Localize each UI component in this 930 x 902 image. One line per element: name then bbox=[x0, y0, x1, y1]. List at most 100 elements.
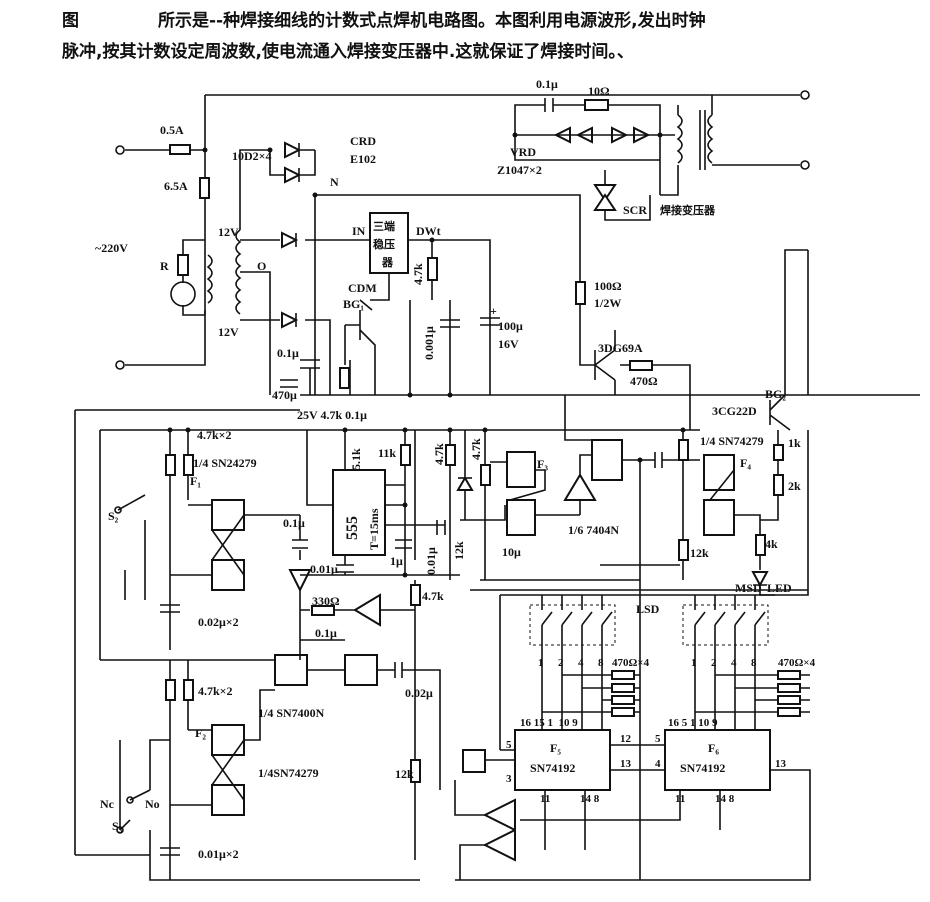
resistor-470ohm bbox=[611, 670, 635, 680]
resistor bbox=[445, 444, 456, 466]
inverter bbox=[288, 569, 312, 593]
label-lsd-2: 2 bbox=[558, 657, 564, 669]
label-in: IN bbox=[352, 224, 366, 238]
resistor-1k bbox=[773, 444, 784, 461]
nand-gate bbox=[703, 454, 735, 491]
junction-dots bbox=[167, 132, 686, 578]
label-3dg69a: 3DG69A bbox=[598, 341, 643, 355]
label-t15ms: T=15ms bbox=[367, 508, 381, 550]
label-diodes: 10D2×4 bbox=[232, 149, 272, 163]
diode-icon bbox=[284, 141, 302, 159]
resistor-470ohm bbox=[777, 707, 801, 717]
label-r51k: 5.1k bbox=[349, 448, 363, 470]
label-16v: 16V bbox=[498, 337, 519, 351]
msd-dip-switch[interactable] bbox=[682, 604, 769, 646]
pin: 13 bbox=[775, 758, 787, 770]
label-o: O bbox=[257, 259, 266, 273]
fuse-05a bbox=[169, 144, 191, 155]
pin: 11 bbox=[675, 793, 685, 805]
counter-name: F₅ bbox=[550, 741, 561, 755]
label-f1: F₁ bbox=[190, 474, 201, 488]
pin: 14 8 bbox=[715, 793, 735, 805]
terminal bbox=[800, 90, 810, 100]
lsd-dip-switch[interactable] bbox=[529, 604, 616, 646]
resistor-10ohm bbox=[584, 99, 609, 111]
resistor-12k bbox=[678, 539, 689, 561]
label-no: No bbox=[145, 797, 160, 811]
scr-icon bbox=[593, 193, 617, 211]
label-47k-a: 4.7k bbox=[411, 263, 425, 285]
buffer-gate bbox=[482, 798, 516, 832]
label-z1047: Z1047×2 bbox=[497, 163, 542, 177]
label-555: 555 bbox=[344, 516, 361, 540]
label-lsd-8: 8 bbox=[598, 657, 604, 669]
label-weld-transformer: 焊接变压器 bbox=[660, 203, 716, 217]
resistor-r bbox=[177, 254, 189, 276]
pin: 3 bbox=[506, 773, 512, 785]
label-s2: S₂ bbox=[108, 509, 119, 523]
label-lsd-4: 4 bbox=[578, 657, 584, 669]
inverter bbox=[563, 473, 597, 501]
three-terminal-regulator bbox=[369, 212, 409, 274]
ic-555 bbox=[332, 469, 386, 556]
counter-name: F₆ bbox=[708, 741, 719, 755]
label-f3: F₃ bbox=[537, 457, 548, 471]
pins-top: 16 5 1 10 9 bbox=[668, 717, 718, 729]
label-r1k: 1k bbox=[788, 436, 801, 450]
scr-section bbox=[514, 95, 808, 431]
diode-icon bbox=[284, 166, 302, 184]
label-reg3: 器 bbox=[381, 256, 394, 269]
label-c0001: 0.001μ bbox=[422, 326, 436, 360]
counter-f5 bbox=[514, 729, 611, 791]
transformer-primary bbox=[206, 254, 213, 304]
counter-part: SN74192 bbox=[530, 761, 575, 775]
nand-gate bbox=[506, 499, 536, 536]
resistor bbox=[183, 454, 194, 476]
caption-fig: 图 bbox=[62, 11, 79, 31]
regulator-section bbox=[280, 212, 920, 396]
label-r12k-c: 12k bbox=[395, 767, 414, 781]
caption-line2: 脉冲,按其计数设定周波数,使电流通入焊接变压器中.这就保证了焊接时间。、 bbox=[62, 42, 634, 62]
label-c1u: 1μ bbox=[390, 554, 403, 568]
resistor-470ohm bbox=[611, 695, 635, 705]
label-470x4-b: 470Ω×4 bbox=[778, 657, 816, 669]
label-reg2: 稳压 bbox=[373, 237, 395, 251]
label-r11k: 11k bbox=[378, 446, 396, 460]
resistor bbox=[165, 454, 176, 476]
resistor-470ohm bbox=[777, 670, 801, 680]
label-c10u: 10μ bbox=[502, 545, 521, 559]
label-r10: 10Ω bbox=[588, 84, 610, 98]
nand-gate bbox=[211, 784, 245, 816]
resistor bbox=[165, 679, 176, 701]
label-47kx2-b: 4.7k×2 bbox=[198, 684, 233, 698]
flipflop-section bbox=[445, 395, 809, 880]
nand-gate bbox=[703, 499, 735, 536]
resistor-100ohm bbox=[575, 281, 586, 305]
label-7404n: 1/6 7404N bbox=[568, 523, 619, 537]
switch-s2[interactable] bbox=[114, 506, 122, 514]
pin: 5 bbox=[506, 739, 512, 751]
switch-s3[interactable] bbox=[126, 796, 134, 804]
label-fuse2: 6.5A bbox=[164, 179, 188, 193]
resistor-4k bbox=[755, 534, 766, 556]
nand-gate bbox=[274, 654, 308, 686]
label-lsd-1: 1 bbox=[538, 657, 544, 669]
terminal bbox=[800, 160, 810, 170]
label-nc: Nc bbox=[100, 797, 115, 811]
label-c01-d: 0.1μ bbox=[315, 626, 337, 640]
label-r12k-b: 12k bbox=[690, 546, 709, 560]
pin: 14 8 bbox=[580, 793, 600, 805]
neon-lamp-icon bbox=[170, 281, 196, 307]
counter-part: SN74192 bbox=[680, 761, 725, 775]
label-r: R bbox=[160, 259, 169, 273]
label-3cg22d: 3CG22D bbox=[712, 404, 757, 418]
resistor-470ohm bbox=[777, 695, 801, 705]
diode-icon bbox=[281, 311, 299, 329]
resistor-470ohm bbox=[777, 683, 801, 693]
fuse-65a bbox=[199, 177, 210, 199]
caption-line1: 所示是--种焊接细线的计数式点焊机电路图。本图利用电源波形,发出时钟 bbox=[158, 11, 706, 31]
timer-section bbox=[300, 430, 460, 576]
label-c001-a: 0.01μ bbox=[310, 562, 338, 576]
label-scr: SCR bbox=[623, 203, 647, 217]
label-msd: MSD bbox=[735, 581, 762, 595]
